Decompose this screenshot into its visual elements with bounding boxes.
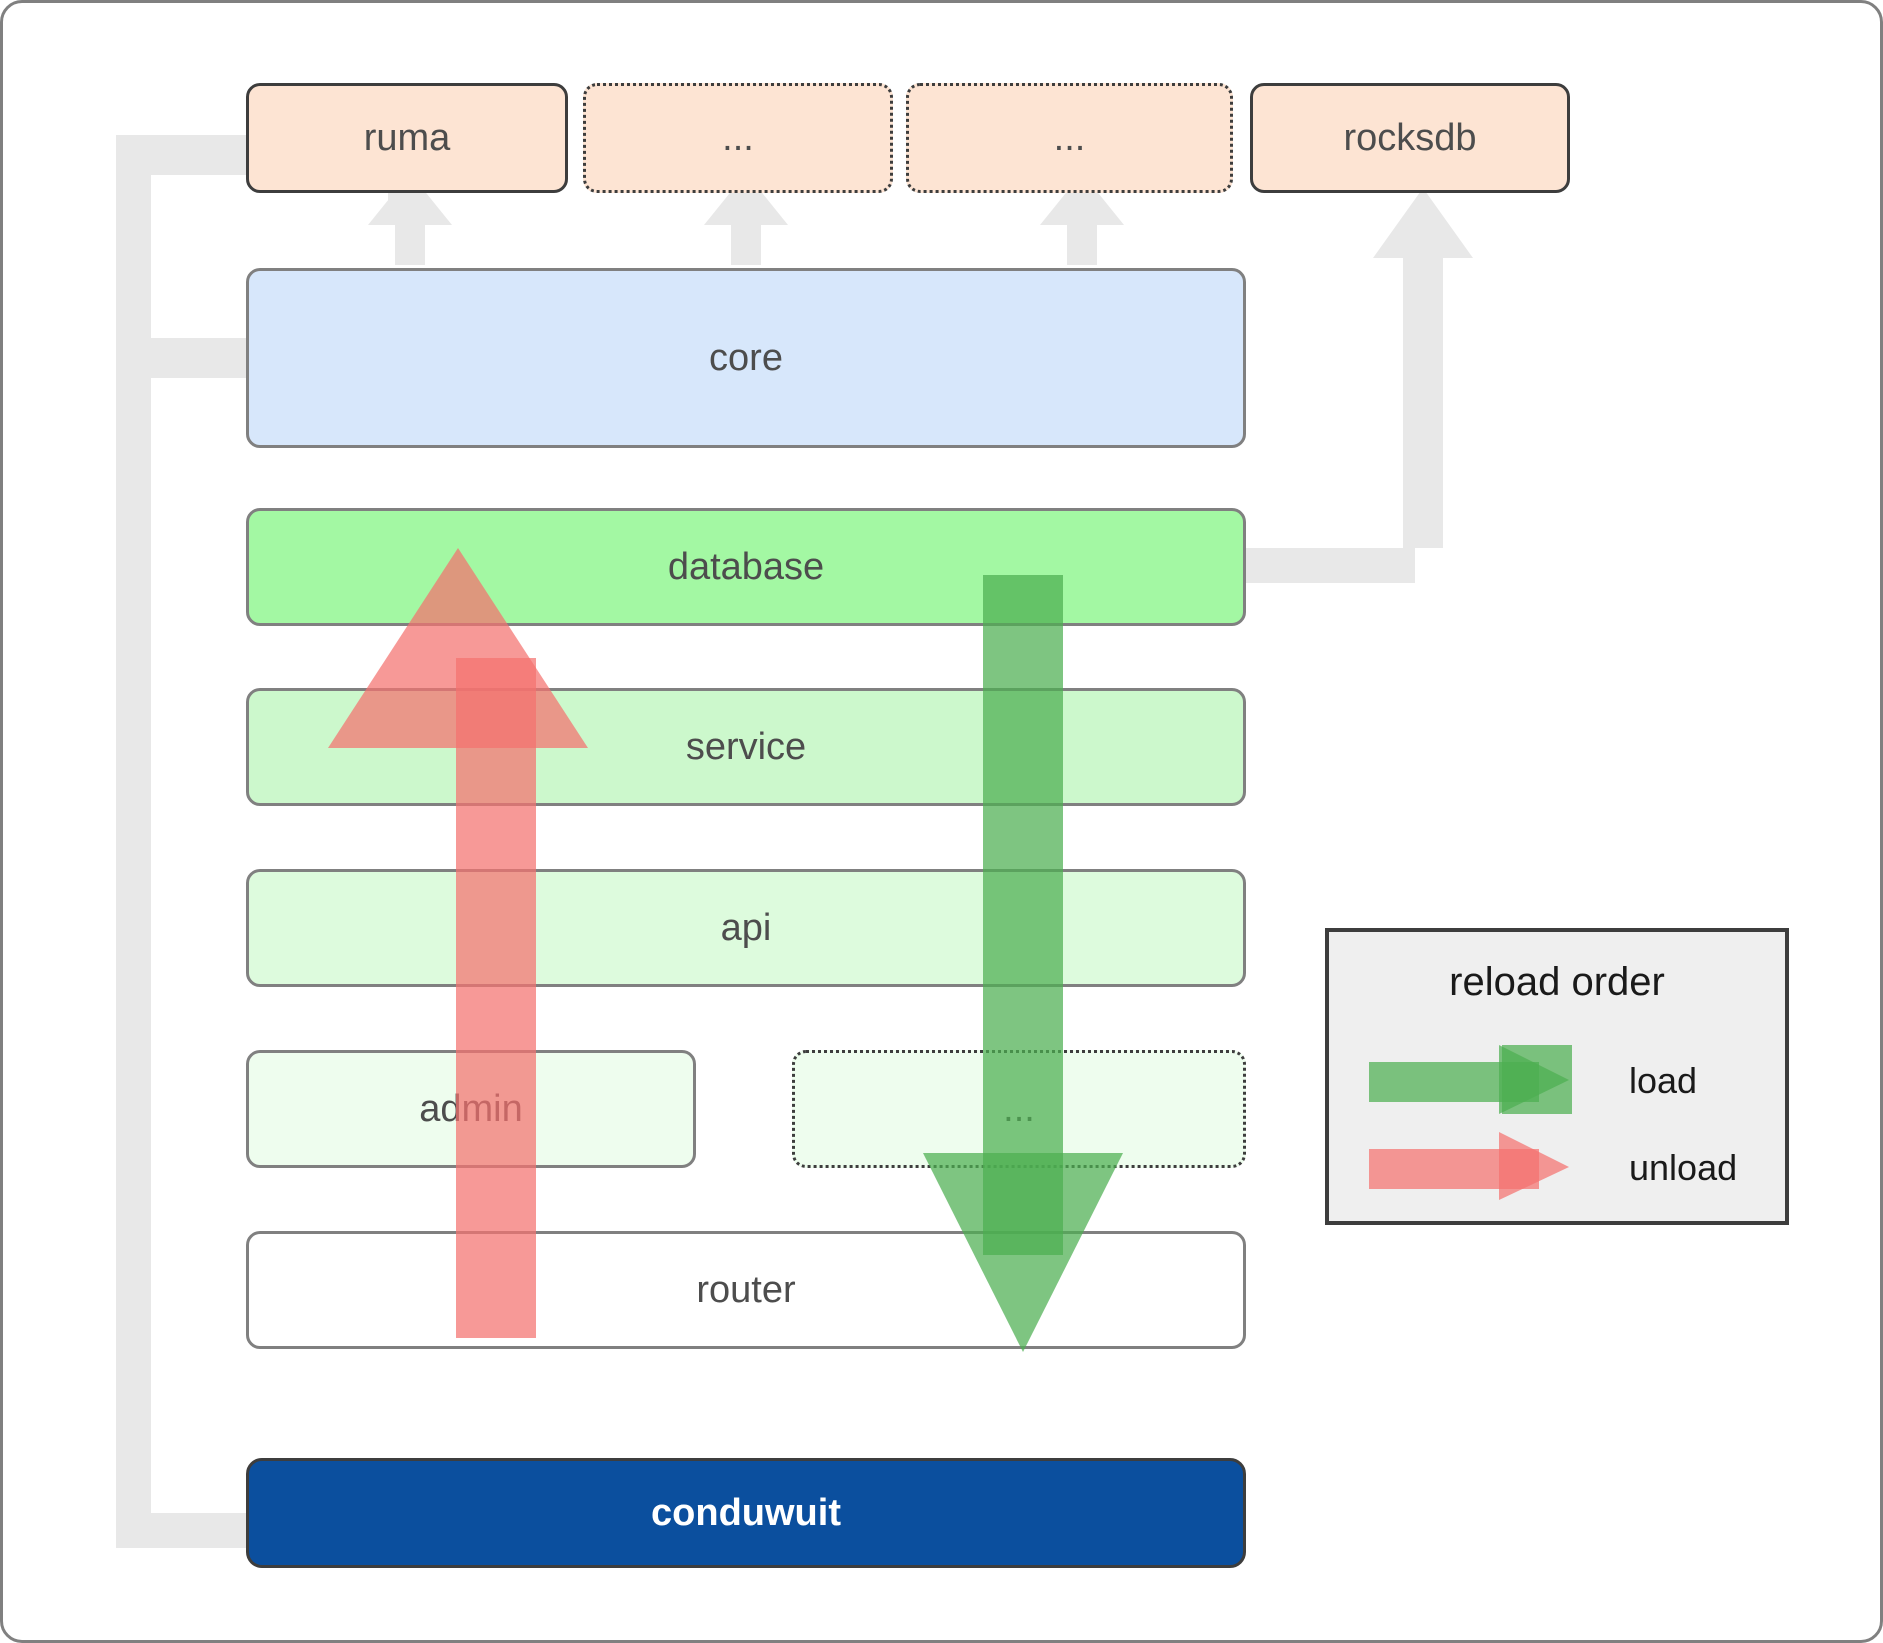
dependency-box-ellipsis-2[interactable]: ... bbox=[906, 83, 1233, 193]
stack-label-api: api bbox=[720, 906, 772, 949]
connector-trunk-left bbox=[116, 135, 246, 1548]
connector-arrows-layer bbox=[116, 105, 1473, 1548]
dependency-box-ruma[interactable]: ruma bbox=[246, 83, 568, 193]
legend-label-unload: unload bbox=[1629, 1147, 1738, 1188]
stack-box-router[interactable]: router bbox=[246, 1231, 1246, 1349]
stack-label-service: service bbox=[685, 725, 807, 768]
legend-unload-arrow bbox=[1369, 1132, 1569, 1200]
reload-order-arrows-layer bbox=[328, 548, 1123, 1352]
legend-label-load: load bbox=[1629, 1060, 1698, 1101]
legend-title: reload order bbox=[1449, 960, 1665, 1004]
connector-database-to-rocksdb bbox=[1246, 188, 1473, 583]
stack-box-api[interactable]: api bbox=[246, 869, 1246, 987]
stack-box-service[interactable]: service bbox=[246, 688, 1246, 806]
dependency-label-ellipsis-2: ... bbox=[1053, 116, 1086, 159]
stack-label-admin: admin bbox=[419, 1087, 523, 1130]
stack-label-database: database bbox=[667, 545, 825, 588]
legend-arrows bbox=[1369, 1045, 1572, 1200]
dependency-label-ruma: ruma bbox=[363, 116, 451, 159]
legend-panel: reload order load unload bbox=[1325, 928, 1789, 1225]
dependency-label-rocksdb: rocksdb bbox=[1343, 116, 1477, 159]
stack-label-core: core bbox=[709, 336, 783, 379]
stack-label-router: router bbox=[696, 1268, 796, 1311]
dependency-box-rocksdb[interactable]: rocksdb bbox=[1250, 83, 1570, 193]
stack-box-admin[interactable]: admin bbox=[246, 1050, 696, 1168]
stack-box-ellipsis-3[interactable]: ... bbox=[792, 1050, 1246, 1168]
connector-database-to-rocksdb-stub bbox=[1246, 548, 1415, 583]
stack-label-conduwuit: conduwuit bbox=[651, 1491, 841, 1534]
stack-box-core[interactable]: core bbox=[246, 268, 1246, 448]
dependency-box-ellipsis-1[interactable]: ... bbox=[583, 83, 893, 193]
stack-label-ellipsis-3: ... bbox=[1003, 1087, 1035, 1130]
stack-box-conduwuit[interactable]: conduwuit bbox=[246, 1458, 1246, 1568]
stack-box-database[interactable]: database bbox=[246, 508, 1246, 626]
legend-load-arrow bbox=[1369, 1045, 1572, 1114]
dependency-label-ellipsis-1: ... bbox=[722, 116, 754, 159]
